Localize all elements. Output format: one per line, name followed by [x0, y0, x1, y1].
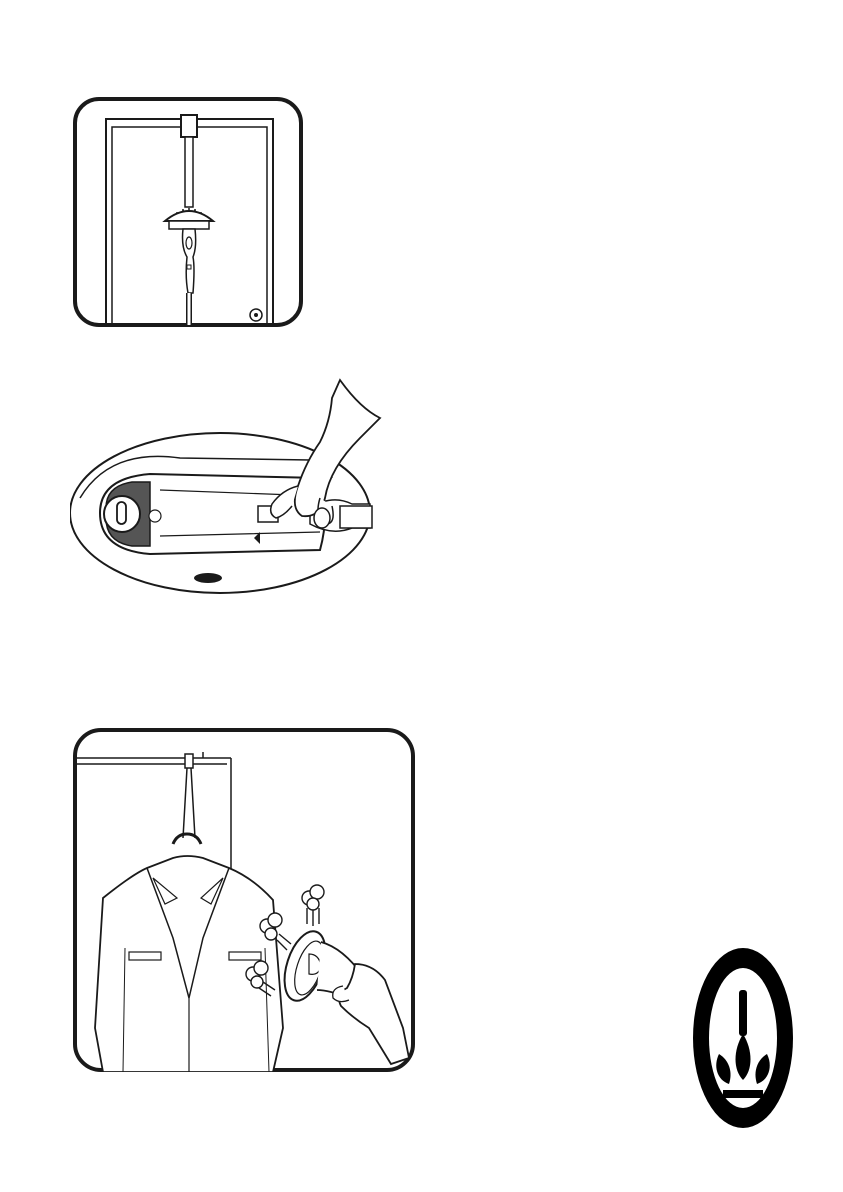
illustration-hand-unlock-hose: [70, 378, 390, 598]
illustration-steaming-jacket: [73, 728, 415, 1072]
hand-unlock-hose-icon: [70, 378, 390, 598]
brand-emblem-icon: [693, 948, 793, 1128]
steaming-jacket-icon: [73, 728, 415, 1072]
brand-logo: [693, 948, 793, 1128]
steamer-on-door-icon: [73, 97, 303, 327]
illustration-steamer-on-door: [73, 97, 303, 327]
